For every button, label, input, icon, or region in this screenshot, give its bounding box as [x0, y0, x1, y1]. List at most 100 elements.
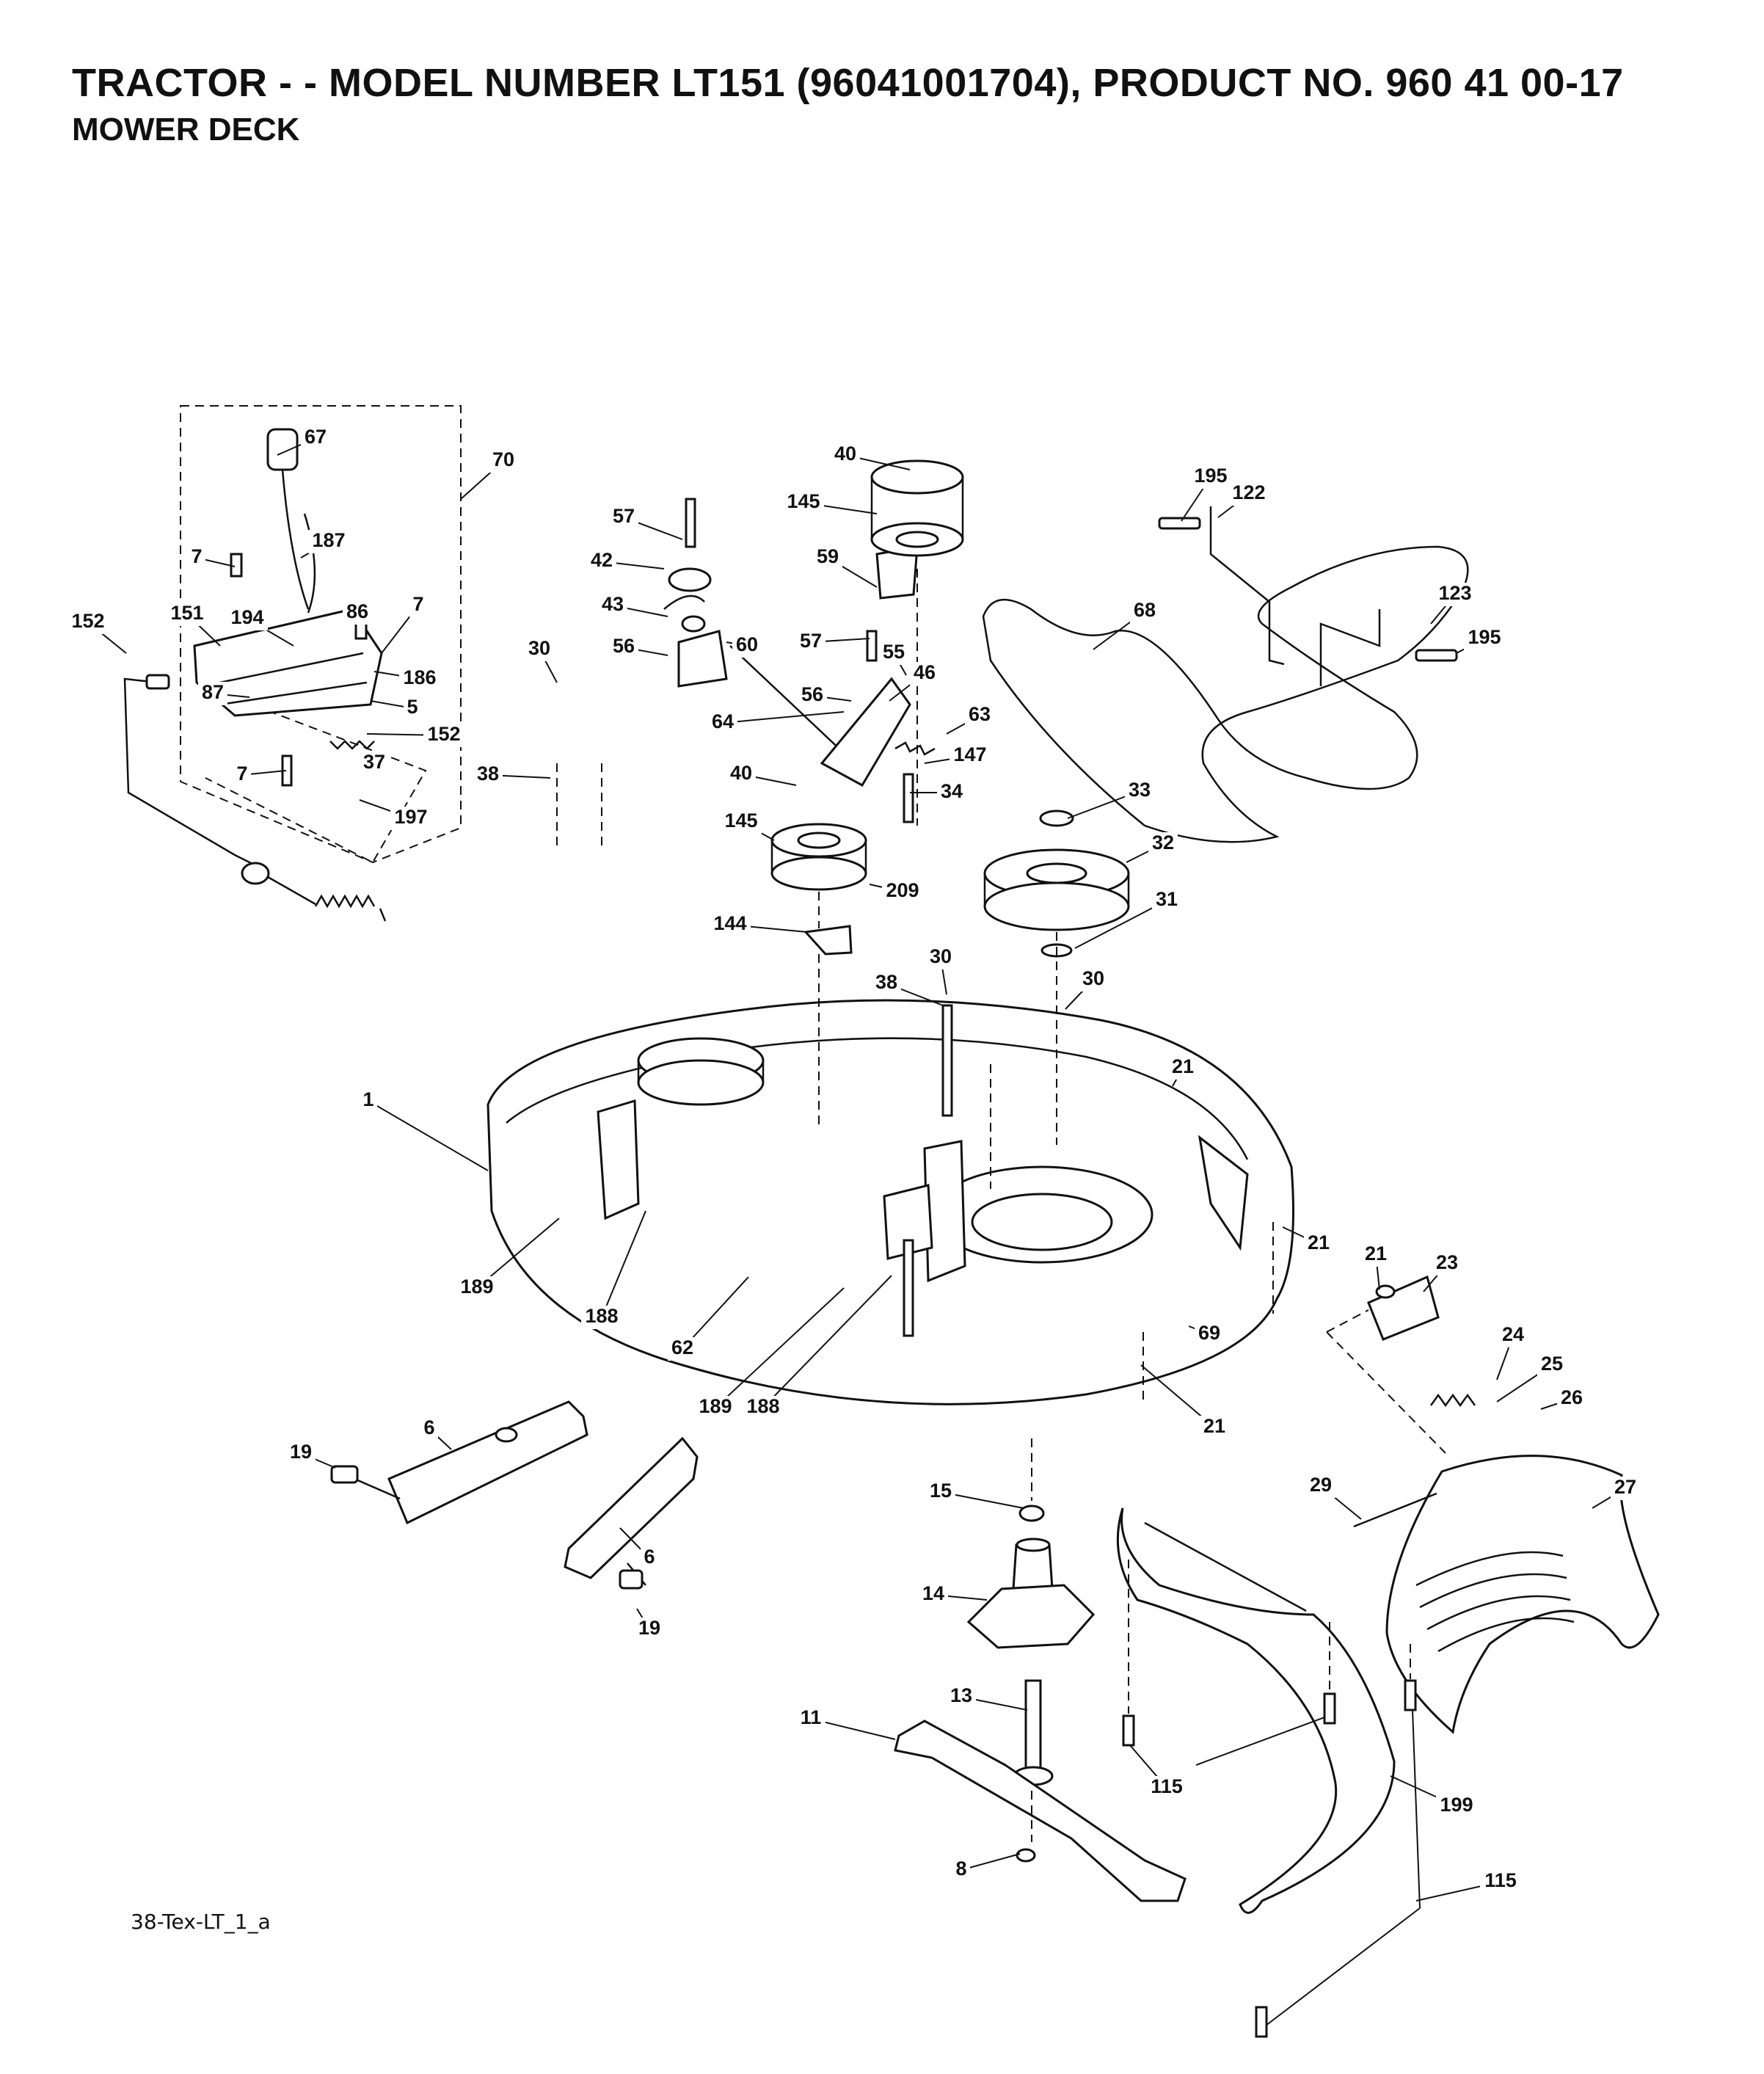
callout-label-bg [926, 946, 955, 969]
callout-label-7: 7 [191, 545, 202, 567]
callout-label-145: 145 [787, 490, 820, 512]
callout-label-1: 1 [362, 1088, 373, 1110]
callout-leader-extra [1412, 1709, 1421, 1909]
callout-label-bg [872, 972, 901, 995]
callout-label-43: 43 [602, 593, 624, 615]
callout-label-15: 15 [930, 1480, 952, 1502]
callout-label-bg [423, 724, 464, 747]
callout-label-bg [1480, 1870, 1521, 1893]
callout-label-bg [1435, 583, 1476, 606]
callout-label-188: 188 [746, 1395, 779, 1417]
callout-label-bg [1464, 627, 1505, 650]
callout-label-bg [456, 1276, 498, 1300]
callout-label-bg [308, 530, 349, 553]
callout-leader-188 [762, 1275, 892, 1408]
callout-leader-1 [368, 1100, 489, 1171]
baffle-bolts [1122, 1560, 1417, 2038]
callout-label-7: 7 [412, 593, 423, 615]
callout-label-24: 24 [1502, 1323, 1524, 1345]
callout-label-11: 11 [801, 1706, 822, 1728]
drive-belt [982, 545, 1469, 843]
alignment-lines [556, 569, 1274, 1842]
callout-label-bg [343, 601, 372, 625]
drawing-code: 38-Tex-LT_1_a [131, 1910, 271, 1934]
gauge-wheel-bracket [1326, 1275, 1476, 1454]
callout-label-bg [1200, 1416, 1229, 1439]
callout-leader-62 [682, 1276, 749, 1350]
callout-label-195: 195 [1468, 626, 1501, 648]
callout-label-21: 21 [1203, 1415, 1225, 1437]
mower-blade [894, 1720, 1187, 1902]
callout-label-bg [1306, 1474, 1335, 1498]
callout-label-bg [950, 744, 991, 768]
callout-label-bg [1228, 482, 1269, 506]
spindle-pulley [983, 809, 1130, 958]
callout-label-69: 69 [1198, 1322, 1220, 1344]
callout-label-bg [879, 641, 908, 665]
callout-label-bg [1537, 1353, 1567, 1377]
callout-label-bg [399, 667, 440, 691]
height-adjust-lever-assembly [180, 405, 462, 864]
callout-label-5: 5 [407, 696, 418, 718]
callout-leader-8 [961, 1853, 1021, 1871]
callout-label-25: 25 [1541, 1353, 1563, 1375]
callout-label-122: 122 [1232, 481, 1265, 503]
callout-label-bg [409, 594, 427, 617]
callout-label-19: 19 [638, 1617, 660, 1639]
callout-label-197: 197 [394, 806, 427, 828]
callout-label-bg [1195, 1322, 1224, 1346]
callout-label-bg [965, 704, 994, 727]
callout-label-7: 7 [236, 763, 247, 785]
callout-label-6: 6 [644, 1546, 655, 1568]
callout-label-bg [813, 546, 842, 570]
deck-baffle [1116, 1507, 1396, 1914]
callout-label-55: 55 [883, 641, 905, 663]
callout-label-bg [404, 696, 421, 720]
callout-leader-extra [1195, 1717, 1325, 1766]
callout-label-46: 46 [914, 661, 936, 683]
callout-label-bg [167, 603, 208, 626]
callout-label-152: 152 [71, 610, 104, 632]
callout-label-bg [1146, 1776, 1187, 1800]
callout-label-bg [708, 711, 737, 735]
callout-label-67: 67 [305, 426, 327, 448]
callout-label-194: 194 [230, 606, 263, 628]
callout-label-bg [390, 807, 431, 830]
blade-spindle-assembly [966, 1504, 1096, 1786]
callout-label-144: 144 [713, 912, 746, 934]
callout-label-bg [525, 638, 554, 661]
callout-label-57: 57 [800, 630, 822, 652]
callout-label-57: 57 [613, 505, 635, 527]
callout-label-bg [360, 752, 389, 775]
callout-label-bg [360, 1089, 377, 1113]
callout-label-bg [1190, 465, 1231, 489]
callout-label-64: 64 [712, 710, 734, 732]
callout-label-bg [710, 913, 751, 936]
callout-label-bg [233, 763, 251, 787]
callout-label-bg [668, 1337, 697, 1361]
callout-label-bg [489, 449, 518, 473]
callout-label-115: 115 [1484, 1869, 1517, 1891]
callout-label-14: 14 [922, 1582, 944, 1604]
callout-label-30: 30 [1082, 967, 1104, 989]
callout-leader-189 [715, 1287, 845, 1408]
callout-label-bg [1304, 1232, 1333, 1256]
callout-label-59: 59 [817, 545, 839, 567]
callout-label-23: 23 [1436, 1251, 1458, 1273]
callout-label-bg [301, 426, 330, 450]
callout-leader-64 [722, 711, 845, 724]
callout-label-27: 27 [1614, 1476, 1636, 1498]
callout-label-bg [1432, 1252, 1462, 1276]
callout-label-42: 42 [591, 549, 613, 571]
callout-label-bg [1125, 779, 1154, 803]
mower-deck-shell [486, 999, 1294, 1405]
callout-label-bg [743, 1396, 784, 1419]
callout-label-bg [1436, 1794, 1477, 1818]
callout-label-33: 33 [1129, 779, 1151, 801]
callout-label-29: 29 [1310, 1474, 1332, 1496]
callout-label-123: 123 [1438, 582, 1471, 604]
callout-leader-extra [1265, 1907, 1421, 2026]
callout-label-bg [726, 763, 756, 786]
callout-label-bg [598, 594, 627, 617]
